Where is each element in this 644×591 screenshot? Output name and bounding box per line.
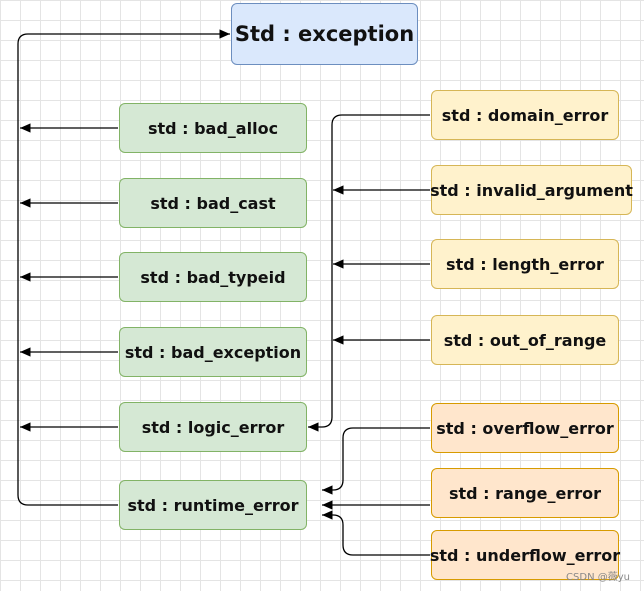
node-range-error[interactable]: std : range_error bbox=[431, 468, 619, 518]
node-label: std : range_error bbox=[448, 483, 602, 503]
node-label: std : underflow_error bbox=[429, 545, 621, 565]
node-label: std : bad_typeid bbox=[140, 267, 286, 287]
node-label: std : overflow_error bbox=[436, 418, 614, 438]
node-bad-cast[interactable]: std : bad_cast bbox=[119, 178, 307, 228]
node-logic-error[interactable]: std : logic_error bbox=[119, 402, 307, 452]
node-std-exception[interactable]: Std : exception bbox=[231, 3, 418, 65]
node-overflow-error[interactable]: std : overflow_error bbox=[431, 403, 619, 453]
node-domain-error[interactable]: std : domain_error bbox=[431, 90, 619, 140]
node-label: std : bad_cast bbox=[150, 193, 276, 213]
node-label: Std : exception bbox=[234, 22, 415, 46]
node-label: std : logic_error bbox=[141, 417, 285, 437]
node-label: std : bad_alloc bbox=[147, 118, 279, 138]
node-bad-alloc[interactable]: std : bad_alloc bbox=[119, 103, 307, 153]
node-bad-typeid[interactable]: std : bad_typeid bbox=[119, 252, 307, 302]
edge-underflow-to-runtime bbox=[322, 510, 430, 556]
node-label: std : runtime_error bbox=[127, 495, 299, 515]
node-length-error[interactable]: std : length_error bbox=[431, 239, 619, 289]
node-runtime-error[interactable]: std : runtime_error bbox=[119, 480, 307, 530]
node-label: std : invalid_argument bbox=[430, 180, 633, 200]
node-underflow-error[interactable]: std : underflow_error bbox=[429, 530, 621, 580]
node-label: std : out_of_range bbox=[443, 330, 607, 350]
node-label: std : length_error bbox=[446, 254, 604, 274]
edge-runtime-to-exception bbox=[17, 29, 230, 506]
node-label: std : domain_error bbox=[441, 105, 609, 125]
node-invalid-argument[interactable]: std : invalid_argument bbox=[430, 165, 633, 215]
node-bad-exception[interactable]: std : bad_exception bbox=[119, 327, 307, 377]
watermark: CSDN @薇yu bbox=[566, 572, 630, 583]
node-label: std : bad_exception bbox=[124, 342, 302, 362]
edge-overflow-to-runtime bbox=[322, 427, 430, 495]
edge-domain-to-logic bbox=[308, 114, 430, 432]
node-out-of-range[interactable]: std : out_of_range bbox=[431, 315, 619, 365]
